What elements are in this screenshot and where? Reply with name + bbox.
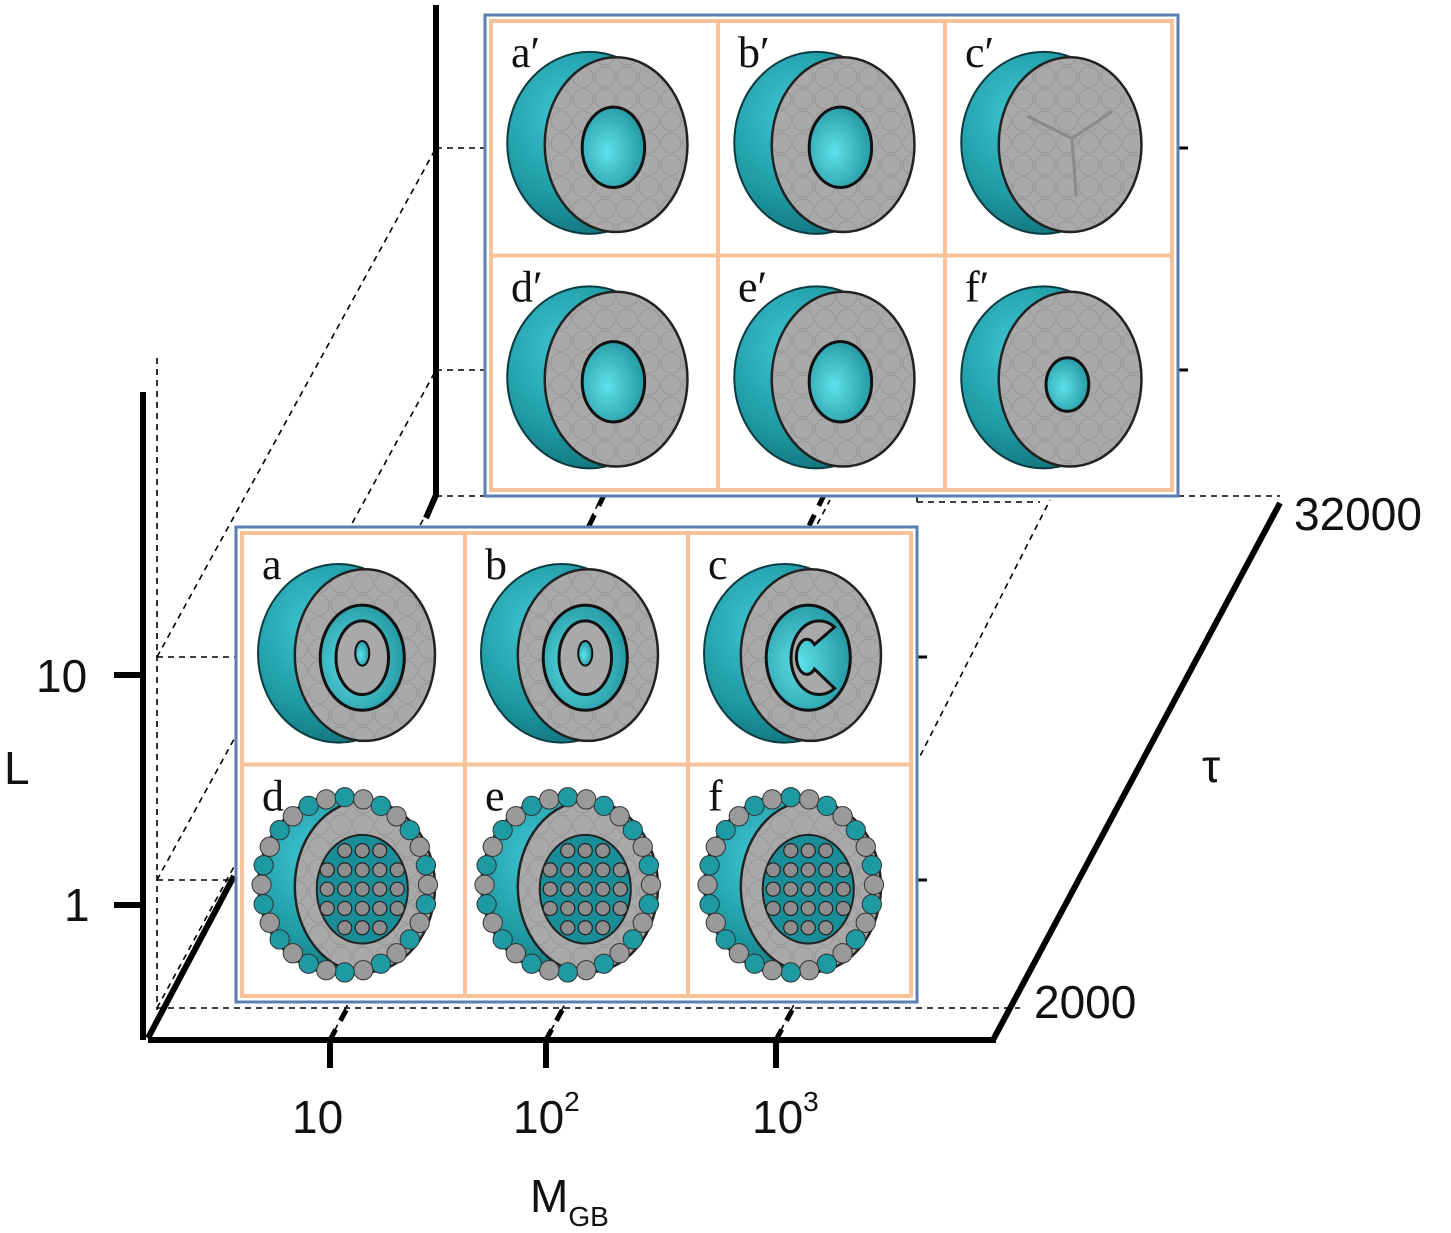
front-panel-4: d — [244, 766, 463, 994]
front-panel-5-label: e — [485, 772, 505, 821]
back-panel-2: b′ — [720, 23, 943, 254]
back-panel-4-label: d′ — [511, 263, 543, 312]
back-panel-3: c′ — [947, 23, 1170, 254]
tau-tick-label-32000: 32000 — [1294, 488, 1422, 540]
back-panel-6-label: f′ — [965, 263, 989, 312]
front-panel-6: f — [690, 766, 909, 994]
back-panel-1: a′ — [493, 23, 716, 254]
front-panel-3: c — [690, 535, 909, 763]
back-bottom-diagonal — [423, 493, 439, 520]
front-panel-1-label: a — [262, 540, 282, 589]
front-panel-1: a — [244, 535, 463, 763]
back-panel-5: e′ — [720, 257, 943, 488]
m-tick-label-3: 103 — [752, 1086, 819, 1143]
l-tick-label-1: 1 — [64, 879, 90, 931]
l-tick-label-10: 10 — [36, 650, 87, 702]
tau-tick-label-2000: 2000 — [1034, 976, 1136, 1028]
front-panel-grid: a b c d e f — [234, 525, 919, 1004]
front-panel-4-label: d — [262, 772, 284, 821]
heavy-dash-segments — [327, 493, 827, 1042]
back-panel-2-label: b′ — [738, 28, 770, 77]
left-diagonal-line — [145, 874, 237, 1040]
back-panel-6: f′ — [947, 257, 1170, 488]
back-panel-grid: a′ b′ c′ d′ e′ f′ — [483, 13, 1180, 498]
tau-axis-line — [990, 501, 1283, 1042]
tau-axis-label: τ — [1202, 740, 1220, 792]
l-axis-label: L — [4, 742, 30, 794]
back-panel-3-label: c′ — [965, 28, 994, 77]
axes-frame — [114, 5, 1283, 1068]
back-panel-1-label: a′ — [511, 28, 540, 77]
back-panel-4: d′ — [493, 257, 716, 488]
front-panel-2-label: b — [485, 540, 507, 589]
front-panel-6-label: f — [708, 772, 723, 821]
front-panel-5: e — [467, 766, 686, 994]
back-panel-5-label: e′ — [738, 263, 767, 312]
front-panel-3-label: c — [708, 540, 728, 589]
front-panel-2: b — [467, 535, 686, 763]
m-axis-label: MGB — [530, 1170, 609, 1232]
m-tick-label-1: 10 — [292, 1091, 343, 1143]
m-tick-label-2: 102 — [513, 1086, 580, 1143]
